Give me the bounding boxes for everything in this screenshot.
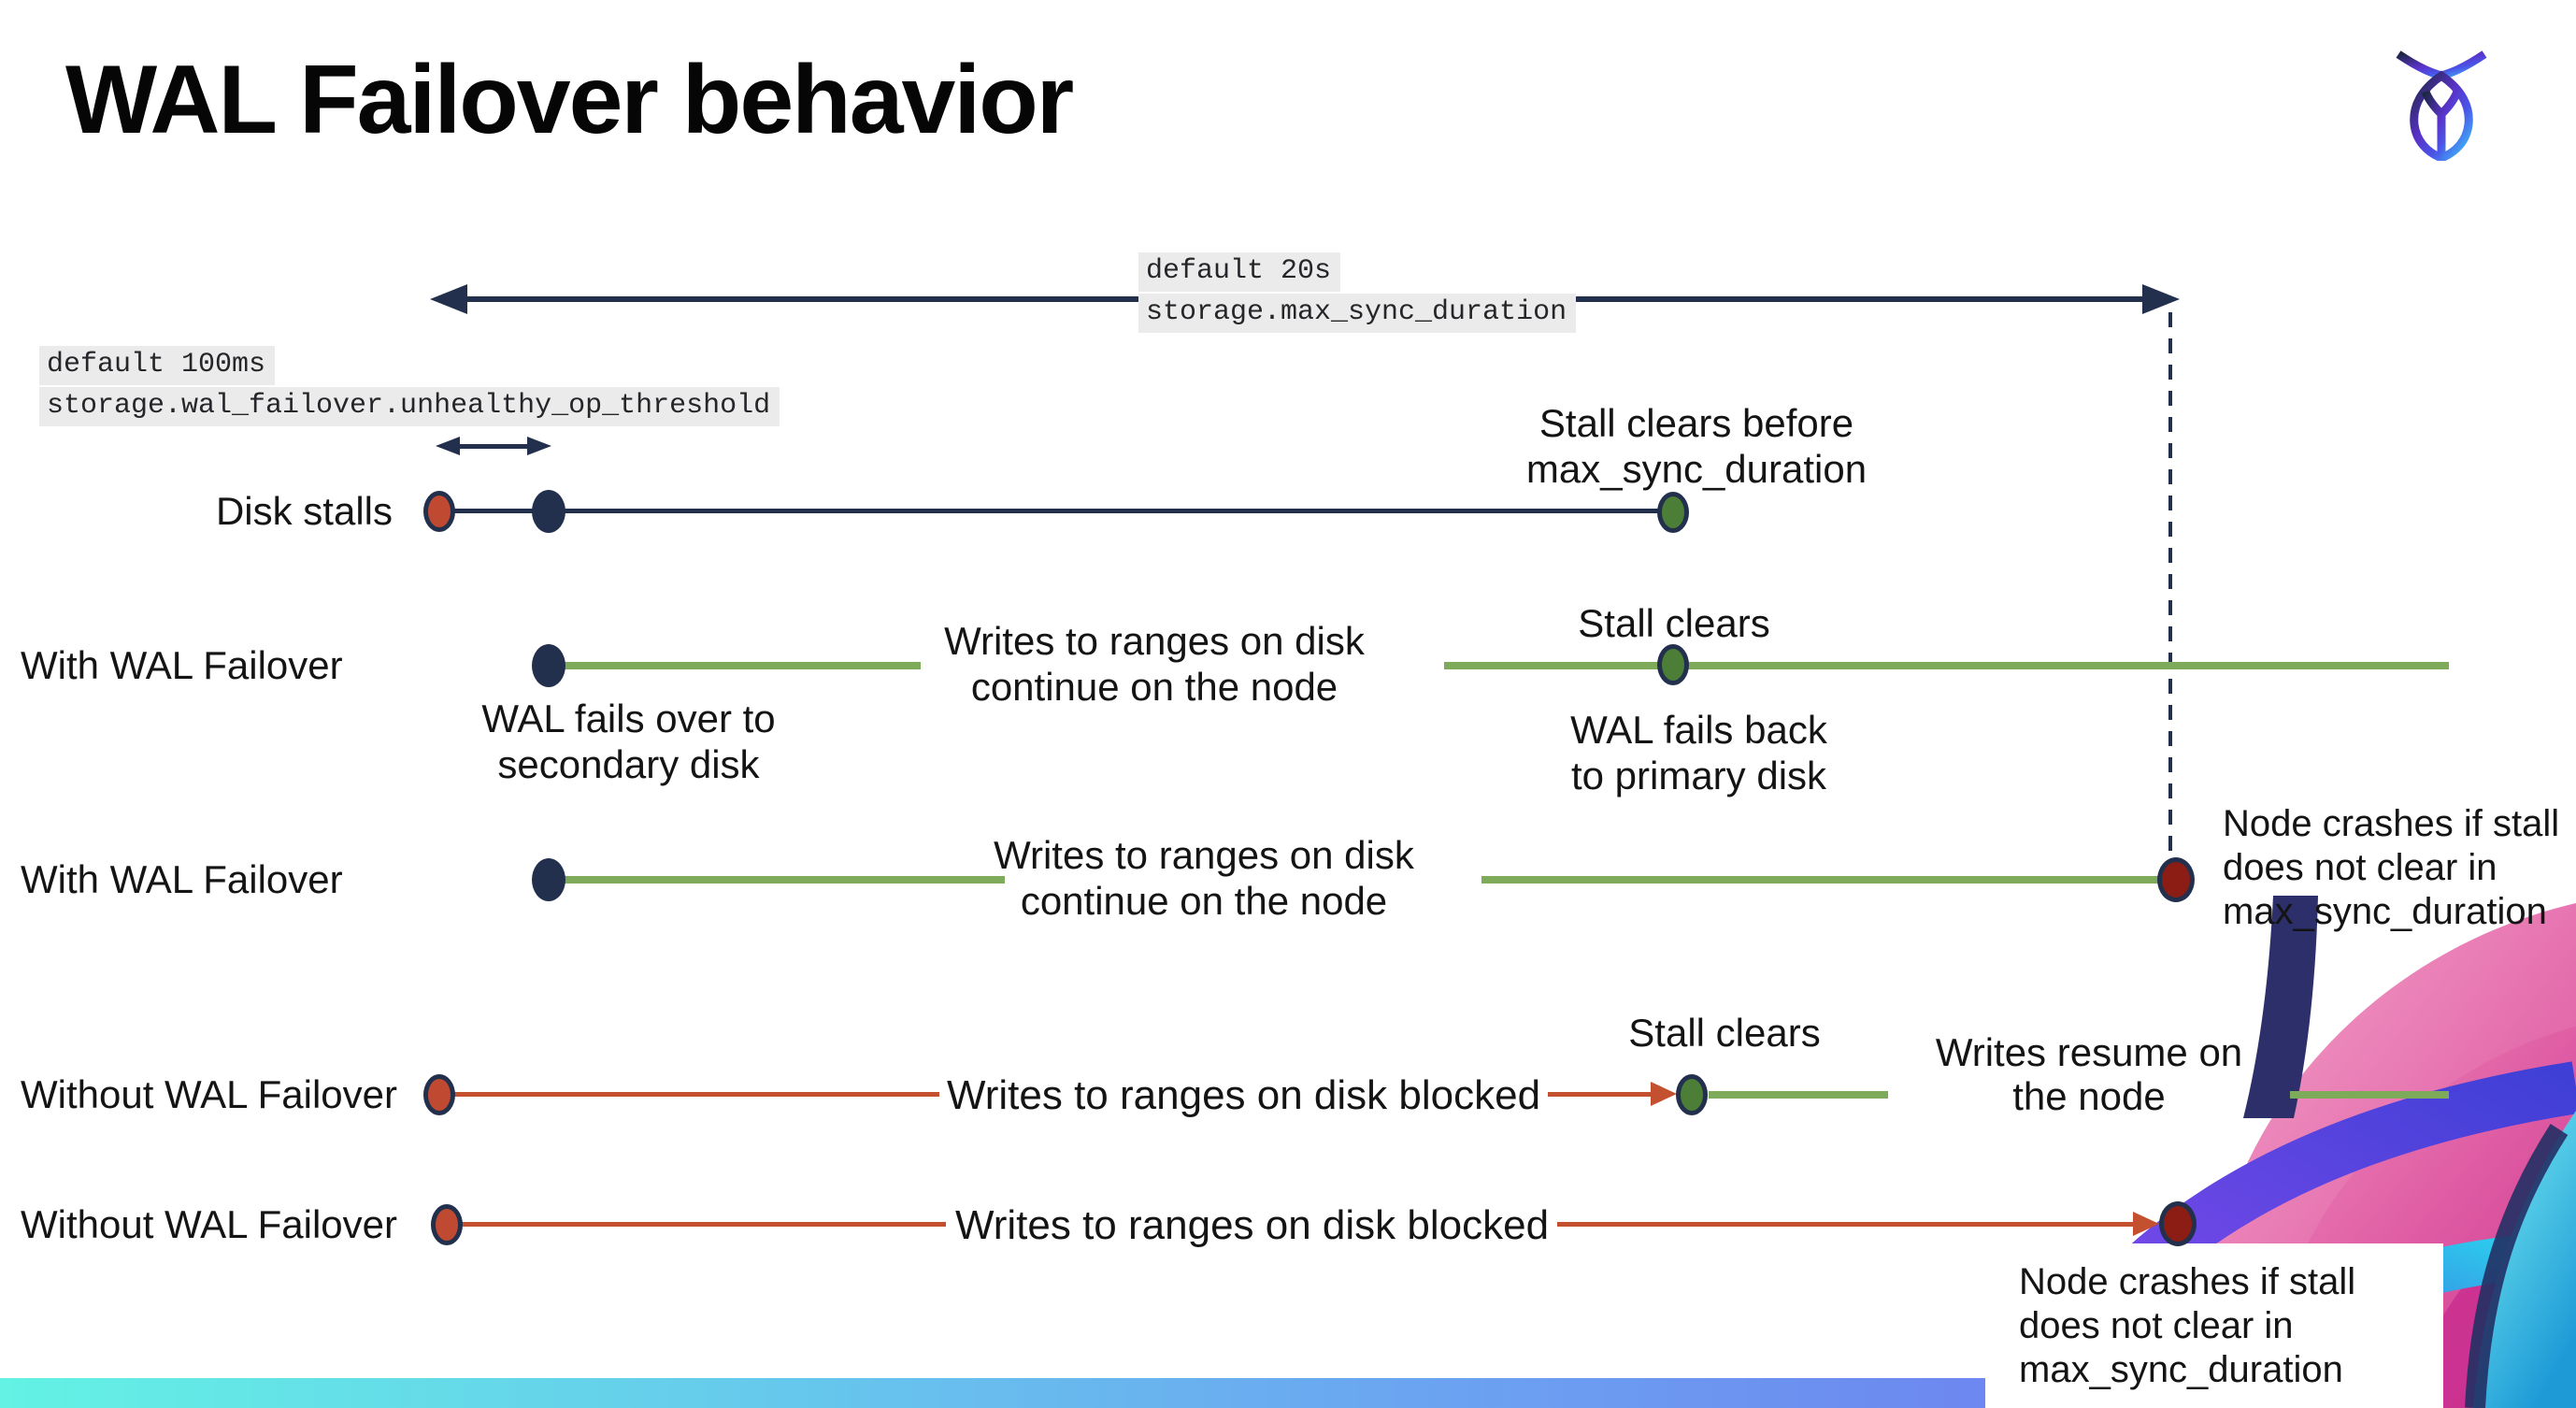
threshold-arrow-line — [454, 444, 537, 449]
stall-clears-note: Stall clears — [1628, 1011, 1821, 1055]
writes-continue-line — [561, 876, 1005, 884]
cockroachdb-logo — [2393, 47, 2490, 163]
stall-clears-before-note: Stall clears before max_sync_duration — [1525, 401, 1868, 491]
writes-continue-line — [1481, 876, 2165, 884]
threshold-setting-name: storage.wal_failover.unhealthy_op_thresh… — [39, 387, 780, 426]
stall-start-dot — [423, 1074, 455, 1115]
max-sync-deadline-dashed-line — [2168, 312, 2172, 858]
writes-resume-note: Writes resume on the node — [1935, 1030, 2243, 1118]
writes-blocked-line — [1557, 1222, 2135, 1227]
row-label-without-wal-failover: Without WAL Failover — [21, 1202, 397, 1246]
failover-dot — [532, 858, 565, 901]
disk-stalls-timeline — [439, 509, 1673, 513]
writes-continue-line — [561, 662, 921, 669]
writes-blocked-note: Writes to ranges on disk blocked — [947, 1072, 1541, 1118]
arrowhead-right-icon — [1651, 1082, 1677, 1106]
writes-blocked-line — [454, 1092, 939, 1097]
stall-clears-dot — [1657, 644, 1689, 685]
max-sync-duration-tag: default 20s storage.max_sync_duration — [1138, 252, 1577, 335]
row-label-disk-stalls: Disk stalls — [215, 489, 393, 533]
writes-continue-note: Writes to ranges on disk continue on the… — [944, 619, 1365, 709]
node-crash-note: Node crashes if stall does not clear in … — [2223, 803, 2560, 932]
arrowhead-right-icon — [2142, 284, 2180, 314]
threshold-reached-dot — [532, 490, 565, 533]
page-title: WAL Failover behavior — [65, 46, 1074, 154]
row-label-without-wal-failover: Without WAL Failover — [21, 1072, 397, 1116]
arrowhead-left-icon — [430, 284, 467, 314]
failover-dot — [532, 644, 565, 687]
row-label-with-wal-failover: With WAL Failover — [21, 643, 343, 687]
row-label-with-wal-failover: With WAL Failover — [21, 857, 343, 901]
threshold-default-label: default 100ms — [39, 346, 276, 385]
stall-clears-dot — [1676, 1074, 1708, 1115]
writes-resume-line — [1709, 1091, 1888, 1099]
unhealthy-op-threshold-tag: default 100ms storage.wal_failover.unhea… — [39, 346, 780, 428]
wal-fails-over-note: WAL fails over to secondary disk — [481, 697, 776, 786]
arrowhead-right-icon — [2133, 1212, 2159, 1236]
stall-start-dot — [431, 1204, 463, 1245]
stall-start-dot — [423, 491, 455, 532]
node-crash-dot — [2157, 857, 2195, 902]
writes-resume-line — [2290, 1091, 2449, 1099]
stall-clears-dot — [1657, 492, 1689, 533]
arrowhead-left-icon — [436, 437, 460, 455]
writes-continue-note: Writes to ranges on disk continue on the… — [994, 833, 1414, 923]
arrowhead-right-icon — [527, 437, 551, 455]
wal-fails-back-note: WAL fails back to primary disk — [1570, 708, 1827, 797]
node-crash-dot — [2159, 1201, 2197, 1246]
writes-continue-line — [1444, 662, 2449, 669]
writes-blocked-line — [462, 1222, 946, 1227]
writes-blocked-note: Writes to ranges on disk blocked — [955, 1202, 1550, 1248]
stall-clears-note: Stall clears — [1578, 601, 1770, 645]
writes-blocked-line — [1548, 1092, 1653, 1097]
node-crash-callout-box: Node crashes if stall does not clear in … — [1985, 1243, 2443, 1408]
max-sync-setting-name: storage.max_sync_duration — [1138, 294, 1577, 333]
max-sync-default-label: default 20s — [1138, 252, 1341, 292]
node-crash-note: Node crashes if stall does not clear in … — [2019, 1261, 2356, 1390]
